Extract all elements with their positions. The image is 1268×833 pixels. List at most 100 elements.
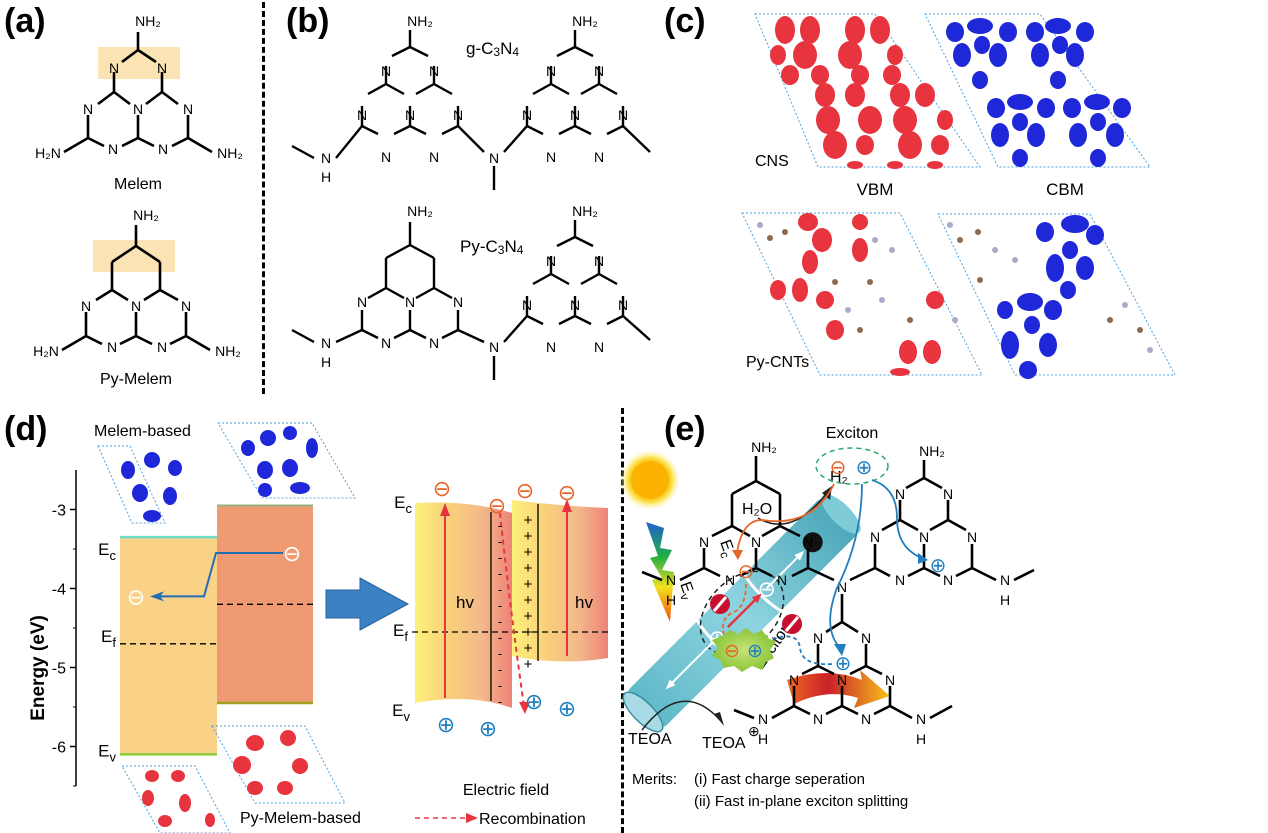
atom-n: N xyxy=(594,253,604,269)
h2o-label: H₂O xyxy=(742,501,772,518)
negative-charge: - xyxy=(498,694,502,709)
atom-h: H xyxy=(1000,592,1010,608)
atom-n: N xyxy=(666,572,676,588)
separated-hole-2: ⊕ xyxy=(835,653,852,675)
nh2: NH₂ xyxy=(751,439,777,455)
nh2: NH₂ xyxy=(572,203,598,219)
label-ef: Ef xyxy=(101,627,116,650)
atom-n: N xyxy=(158,141,168,157)
panel-label-a: (a) xyxy=(4,2,46,40)
g-c3n4-structure: N H N NH₂ NH₂ N N N N N N N N N N N N N … xyxy=(291,13,651,190)
cns-vbm-map xyxy=(754,13,981,169)
atom-n: N xyxy=(489,339,499,355)
atom-n: N xyxy=(429,149,439,165)
positive-charge: + xyxy=(524,576,533,593)
panel-c-orbitals: CNS VBM CBM Py-CNTs xyxy=(741,13,1176,379)
atom-n: N xyxy=(405,107,415,123)
melem-based-label: Melem-based xyxy=(94,423,191,440)
col-label-cbm: CBM xyxy=(1046,180,1084,199)
transition-arrow xyxy=(325,577,410,631)
h2-label: H₂ xyxy=(830,469,848,486)
atom-n: N xyxy=(107,339,117,355)
py-c3n4-structure: NH₂ NH₂ N N N N N N H N N N N N N N N Py… xyxy=(291,203,651,380)
junction-ef-label: Ef xyxy=(393,621,408,644)
electron-migration-arrow xyxy=(736,483,835,554)
label-ev: Ev xyxy=(98,741,116,764)
panel-label-c: (c) xyxy=(664,2,706,40)
atom-n: N xyxy=(570,107,580,123)
atom-n: N xyxy=(777,572,787,588)
positive-charge: + xyxy=(524,656,533,673)
y-tick-label: -3 xyxy=(52,503,66,520)
positive-charge: + xyxy=(524,528,533,545)
atom-n: N xyxy=(453,294,463,310)
panel-label-d: (d) xyxy=(4,410,48,448)
melem-name: Melem xyxy=(114,176,162,193)
atom-h: H xyxy=(666,592,676,608)
h2o-arrowhead xyxy=(822,486,832,500)
no-symbol-icon xyxy=(782,614,802,634)
atom-n: N xyxy=(837,672,847,688)
atom-n: N xyxy=(453,107,463,123)
panel-label-b: (b) xyxy=(286,2,330,40)
atom-n: N xyxy=(594,149,604,165)
atom-n: N xyxy=(789,672,799,688)
negative-charge: - xyxy=(498,598,502,613)
blocked-recombination-electron xyxy=(722,583,747,637)
teoa-oxidized-charge: ⊕ xyxy=(748,723,760,739)
atom-n: N xyxy=(943,486,953,502)
atom-n: N xyxy=(405,294,415,310)
blocked-recombination-hole xyxy=(769,635,833,666)
negative-charge: - xyxy=(498,566,502,581)
atom-n: N xyxy=(546,339,556,355)
negative-charge: - xyxy=(498,662,502,677)
nh2: NH₂ xyxy=(407,203,433,219)
excitation-arrowhead-left xyxy=(440,503,450,516)
atom-n: N xyxy=(1000,572,1010,588)
atom-n: N xyxy=(895,572,905,588)
melem-nh2-right: NH₂ xyxy=(217,145,243,161)
exciton-label: Exciton xyxy=(826,425,878,442)
ev-label: Ev xyxy=(673,580,697,603)
melem-based-vbm-inset xyxy=(121,765,231,833)
sun-icon xyxy=(620,450,680,510)
label-ec: Ec xyxy=(98,540,116,563)
excitation-arrowhead-right xyxy=(562,499,572,512)
atom-n: N xyxy=(758,711,768,727)
atom-n: N xyxy=(108,141,118,157)
atom-n: N xyxy=(594,339,604,355)
atom-n: N xyxy=(381,63,391,79)
recombination-path xyxy=(499,512,525,707)
positive-charge: + xyxy=(524,608,533,625)
atom-n: N xyxy=(751,534,761,550)
negative-charge: - xyxy=(498,614,502,629)
hv-label-left: hv xyxy=(456,593,474,612)
atom-n: N xyxy=(357,294,367,310)
teoa-label: TEOA xyxy=(628,731,672,748)
atom-n: N xyxy=(321,150,331,166)
nanotube: ⊖ ⊕ xyxy=(622,494,861,733)
melem-highlight xyxy=(98,47,180,79)
positive-charge: + xyxy=(524,624,533,641)
recombination-arrowhead xyxy=(519,702,530,714)
hole-symbol: ⊕ xyxy=(437,712,455,737)
nh2: NH₂ xyxy=(919,443,945,459)
atom-n: N xyxy=(870,529,880,545)
atom-n: N xyxy=(943,572,953,588)
positive-charge: + xyxy=(524,560,533,577)
panel-b-structures: N H N NH₂ NH₂ N N N N N N N N N N N N N … xyxy=(291,13,651,380)
atom-n: N xyxy=(618,107,628,123)
atom-h: H xyxy=(758,731,768,747)
merits-title: Merits: xyxy=(632,771,677,788)
recombination-legend-label: Recombination xyxy=(479,811,586,828)
atom-n: N xyxy=(429,63,439,79)
py-cnts-vbm-map xyxy=(741,212,983,376)
atom-n: N xyxy=(321,335,331,351)
nanotube-electron: ⊖ xyxy=(758,576,776,601)
nh2: NH₂ xyxy=(407,13,433,29)
atom-n: N xyxy=(546,63,556,79)
hole-symbol: ⊕ xyxy=(525,689,543,714)
py-melem-based-vbm-inset xyxy=(211,725,346,804)
atom-n: N xyxy=(725,572,735,588)
atom-n: N xyxy=(967,529,977,545)
